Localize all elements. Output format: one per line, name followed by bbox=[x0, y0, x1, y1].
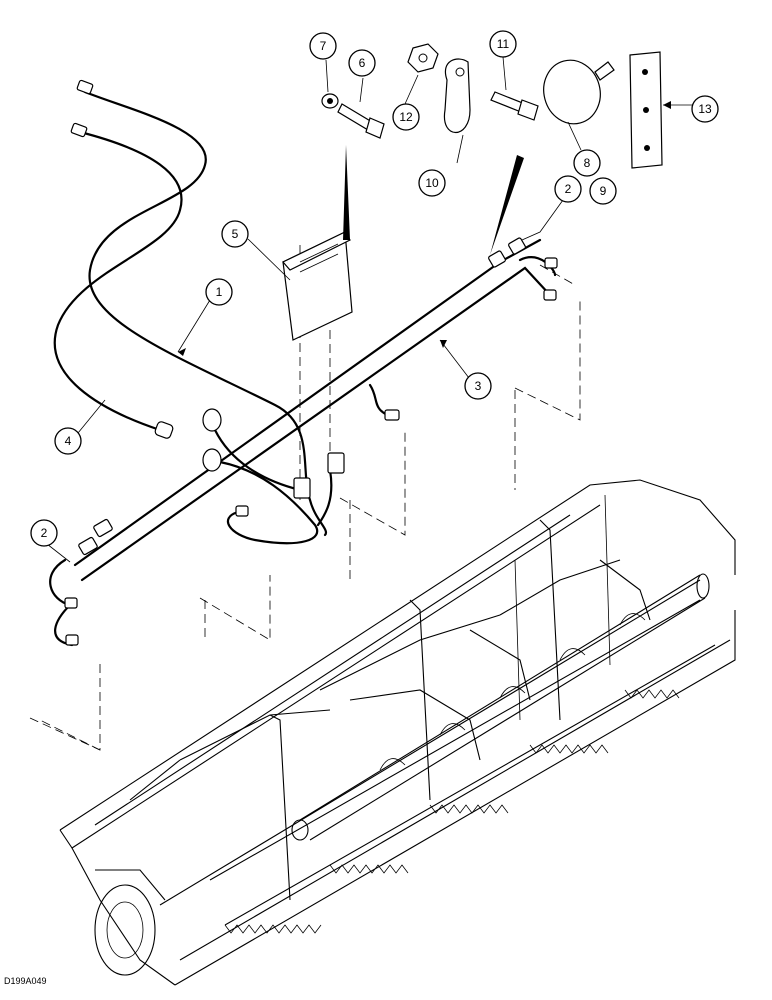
callout-3: 3 bbox=[464, 372, 492, 400]
svg-text:5: 5 bbox=[232, 227, 239, 241]
callout-8: 8 bbox=[573, 149, 601, 177]
svg-text:10: 10 bbox=[425, 176, 439, 190]
svg-text:8: 8 bbox=[584, 156, 591, 170]
hardware-parts bbox=[321, 43, 663, 255]
callout-1: 1 bbox=[205, 278, 233, 306]
knife-teeth bbox=[224, 689, 680, 934]
callout-12: 12 bbox=[392, 103, 420, 131]
callout-10: 10 bbox=[418, 169, 446, 197]
callout-2-left: 2 bbox=[30, 519, 58, 547]
callout-2-top: 2 bbox=[554, 175, 582, 203]
svg-text:2: 2 bbox=[41, 526, 48, 540]
drawing-id: D199A049 bbox=[4, 976, 47, 986]
callout-9: 9 bbox=[589, 177, 617, 205]
svg-text:6: 6 bbox=[359, 56, 366, 70]
svg-text:4: 4 bbox=[65, 434, 72, 448]
svg-text:1: 1 bbox=[216, 285, 223, 299]
harness-1-wire bbox=[53, 90, 328, 537]
svg-text:13: 13 bbox=[698, 102, 712, 116]
header-frame bbox=[59, 479, 736, 986]
callout-13: 13 bbox=[691, 95, 719, 123]
callout-4: 4 bbox=[54, 427, 82, 455]
svg-text:2: 2 bbox=[565, 182, 572, 196]
svg-text:3: 3 bbox=[475, 379, 482, 393]
svg-text:9: 9 bbox=[600, 184, 607, 198]
control-module bbox=[282, 145, 353, 341]
callout-7: 7 bbox=[309, 32, 337, 60]
svg-text:12: 12 bbox=[399, 110, 413, 124]
svg-text:11: 11 bbox=[497, 37, 510, 51]
callout-5: 5 bbox=[221, 220, 249, 248]
callout-6: 6 bbox=[348, 49, 376, 77]
harness-connectors bbox=[64, 79, 558, 646]
leader-lines bbox=[46, 56, 692, 563]
callout-11: 11 bbox=[489, 30, 517, 58]
svg-text:7: 7 bbox=[320, 39, 327, 53]
